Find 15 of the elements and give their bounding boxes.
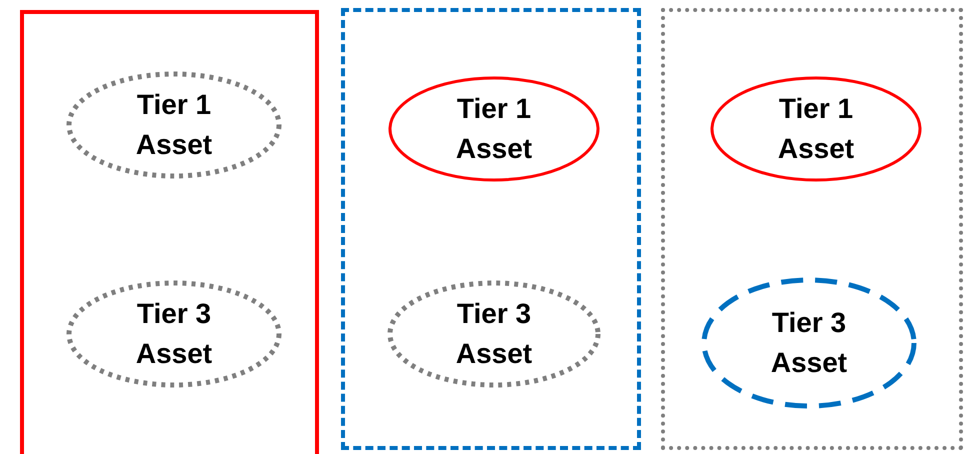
asset-ellipse <box>66 71 282 179</box>
asset-ellipse <box>387 75 601 183</box>
asset-label: Tier 1 Asset <box>776 92 856 166</box>
asset-ellipse <box>709 75 923 183</box>
asset-label: Tier 1 Asset <box>454 92 534 166</box>
group-frame <box>20 10 319 454</box>
asset-label: Tier 3 Asset <box>770 306 848 380</box>
asset-ellipse <box>701 277 917 409</box>
asset-ellipse <box>66 280 282 388</box>
group-frame <box>661 8 963 450</box>
group-frame <box>341 8 641 450</box>
asset-label: Tier 1 Asset <box>134 88 214 162</box>
asset-ellipse <box>387 280 601 388</box>
asset-label: Tier 3 Asset <box>134 297 214 371</box>
asset-label: Tier 3 Asset <box>454 297 534 371</box>
